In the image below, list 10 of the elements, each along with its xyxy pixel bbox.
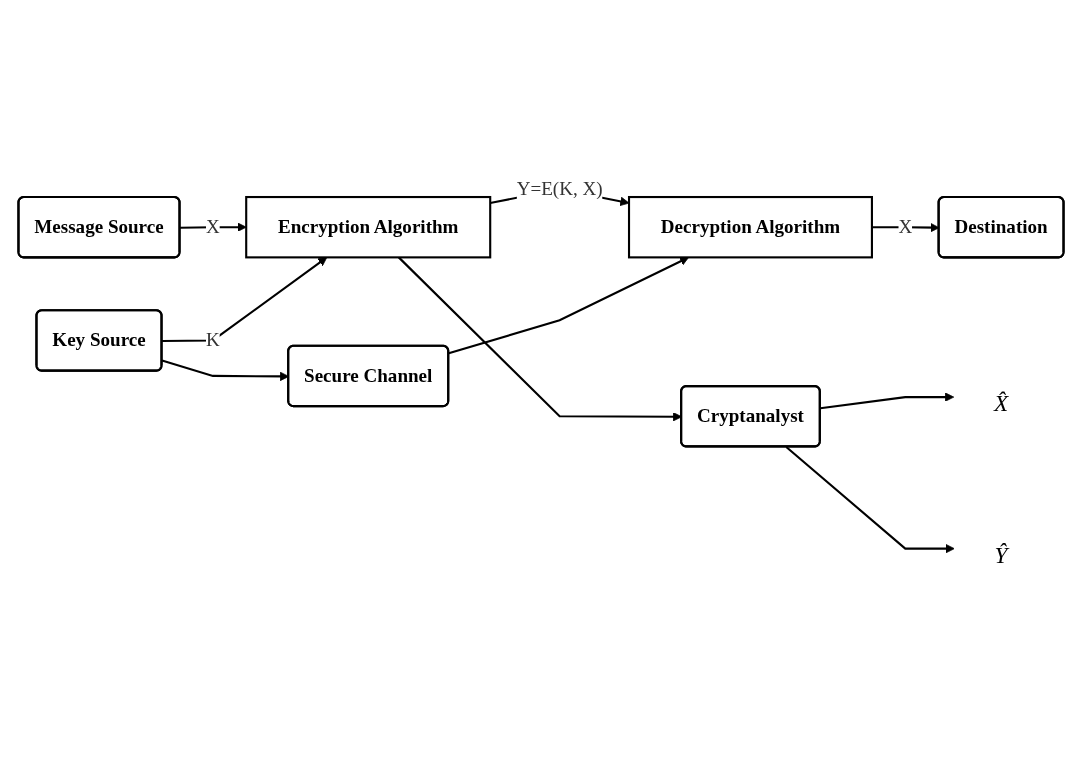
edge-label: X [205, 216, 220, 238]
edge-label: K [205, 329, 220, 351]
node-text: Ŷ [994, 541, 1008, 569]
node-text: X̂ [993, 390, 1009, 417]
edge-label: Y=E(K, X) [516, 178, 603, 200]
arrow [820, 392, 955, 410]
node-box: Decryption Algorithm [627, 196, 873, 259]
node-box: Encryption Algorithm [245, 196, 492, 259]
arrow [785, 446, 955, 554]
edge-label: X [898, 216, 913, 238]
